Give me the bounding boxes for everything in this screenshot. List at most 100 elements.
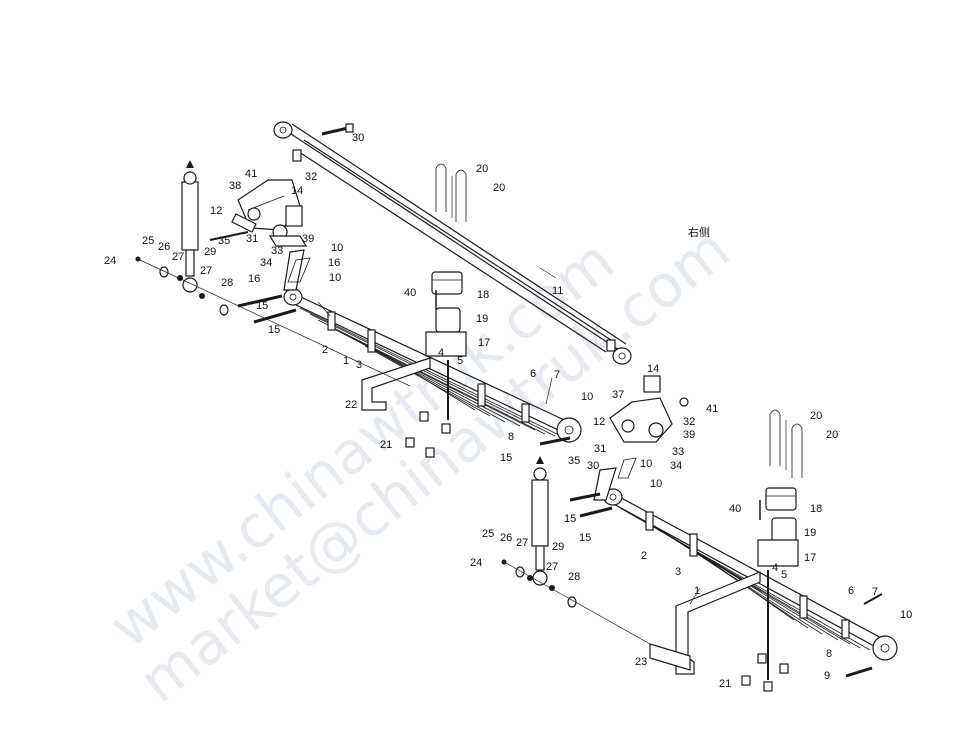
leader-lines (317, 176, 787, 605)
callout-3-b: 3 (675, 566, 681, 578)
callout-41-b: 41 (706, 403, 718, 415)
callout-16: 16 (328, 257, 340, 269)
callout-32-b: 32 (683, 416, 695, 428)
right-shock-absorber (531, 456, 549, 586)
callout-14: 14 (291, 185, 303, 197)
callout-18: 18 (477, 289, 489, 301)
callout-23: 23 (635, 656, 647, 668)
callout-35-b: 35 (568, 455, 580, 467)
callout-39-b: 39 (683, 429, 695, 441)
callout-27-c: 27 (516, 537, 528, 549)
right-nuts-21 (741, 653, 789, 692)
callout-28-b: 28 (568, 571, 580, 583)
callout-2: 2 (322, 344, 328, 356)
left-pins (209, 231, 297, 324)
callout-31-b: 31 (594, 443, 606, 455)
callout-18-b: 18 (810, 503, 822, 515)
callout-11: 11 (552, 285, 563, 297)
left-shackle-plates (283, 249, 311, 291)
callout-19: 19 (476, 313, 488, 325)
left-nuts-21 (405, 411, 451, 458)
callout-12-b: 12 (593, 416, 605, 428)
callout-4: 4 (438, 347, 444, 359)
left-leaf-spring (283, 288, 582, 443)
callout-38: 38 (229, 180, 241, 192)
callout-2-b: 2 (641, 550, 647, 562)
callout-7: 7 (554, 369, 560, 381)
callout-30-b: 30 (587, 460, 599, 472)
right-pins (539, 436, 883, 678)
callout-26: 26 (158, 241, 170, 253)
callout-20: 20 (476, 163, 488, 175)
callout-7-b: 7 (872, 586, 878, 598)
callout-39: 39 (302, 233, 314, 245)
callout-26-b: 26 (500, 532, 512, 544)
callout-34: 34 (260, 257, 272, 269)
right-small-parts (501, 559, 651, 645)
callout-40-b: 40 (729, 503, 741, 515)
callout-15-e: 15 (579, 532, 591, 544)
callout-4-b: 4 (772, 562, 778, 574)
callout-10: 10 (331, 242, 343, 254)
right-leaf-spring (603, 488, 898, 661)
callout-19-b: 19 (804, 527, 816, 539)
callout-1-b: 1 (694, 585, 700, 597)
callout-5-b: 5 (781, 569, 787, 581)
callout-24-b: 24 (470, 557, 482, 569)
callout-15-c: 15 (500, 452, 512, 464)
right-spring-seat (757, 409, 803, 680)
callout-21-b: 21 (719, 678, 731, 690)
left-small-parts (135, 256, 411, 387)
callout-20-c: 20 (810, 410, 822, 422)
callout-31: 31 (246, 233, 258, 245)
callout-28: 28 (221, 277, 233, 289)
callout-17-b: 17 (804, 552, 816, 564)
callout-16-b: 16 (248, 273, 260, 285)
callout-20-b: 20 (493, 182, 505, 194)
callout-32: 32 (305, 171, 317, 183)
callout-27-d: 27 (546, 561, 558, 573)
left-shock-absorber (181, 160, 199, 293)
callout-10-d: 10 (640, 458, 652, 470)
callout-21: 21 (380, 439, 392, 451)
left-bracket-22 (361, 357, 431, 411)
right-bracket-23 (649, 571, 761, 675)
tie-rod (273, 121, 632, 365)
callout-40: 40 (404, 287, 416, 299)
callout-33-b: 33 (672, 446, 684, 458)
callout-34-b: 34 (670, 460, 682, 472)
callout-10-e: 10 (650, 478, 662, 490)
left-shackle-assembly (231, 179, 308, 247)
callout-30: 30 (352, 132, 364, 144)
callout-29-b: 29 (552, 541, 564, 553)
bolt-30 (321, 123, 354, 136)
callout-20-d: 20 (826, 429, 838, 441)
right-shackle-assembly (593, 375, 689, 501)
callout-25-b: 25 (482, 528, 494, 540)
callout-41: 41 (245, 168, 257, 180)
callout-labels: 30 32 41 38 14 12 35 31 33 39 10 34 16 1… (104, 132, 912, 690)
callout-25: 25 (142, 235, 154, 247)
callout-1: 1 (343, 355, 349, 367)
callout-3: 3 (356, 359, 362, 371)
callout-27-b: 27 (200, 265, 212, 277)
callout-6-b: 6 (848, 585, 854, 597)
callout-8: 8 (508, 431, 514, 443)
callout-10-c: 10 (581, 391, 593, 403)
callout-8-b: 8 (826, 648, 832, 660)
callout-15-d: 15 (564, 513, 576, 525)
callout-12: 12 (210, 205, 222, 217)
callout-14-b: 14 (647, 363, 659, 375)
callout-22: 22 (345, 399, 357, 411)
callout-6: 6 (530, 368, 536, 380)
callout-27: 27 (172, 251, 184, 263)
callout-10-b: 10 (329, 272, 341, 284)
callout-15-b: 15 (268, 324, 280, 336)
callout-15: 15 (256, 300, 268, 312)
callout-9: 9 (824, 670, 830, 682)
callout-33: 33 (271, 245, 283, 257)
callout-29: 29 (204, 246, 216, 258)
callout-17: 17 (478, 337, 490, 349)
